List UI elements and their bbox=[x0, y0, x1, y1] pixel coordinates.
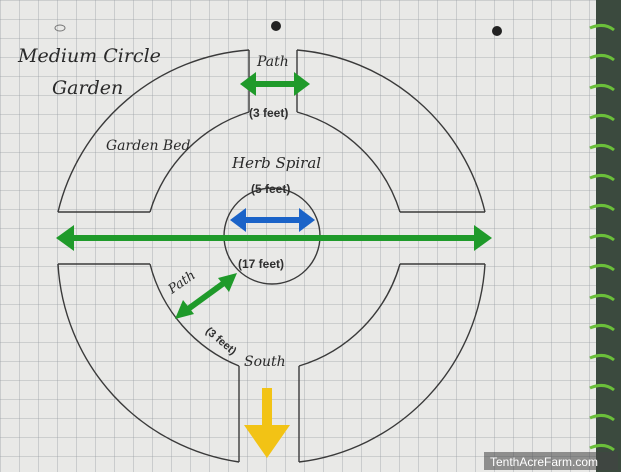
garden-bed-outline bbox=[57, 49, 486, 463]
diameter-size: (17 feet) bbox=[238, 257, 284, 271]
diameter-arrow bbox=[56, 225, 492, 251]
herb-spiral-arrow bbox=[230, 208, 315, 232]
paper-hole bbox=[271, 21, 281, 31]
paper-hole bbox=[492, 26, 502, 36]
watermark: TenthAcreFarm.com bbox=[490, 455, 598, 469]
south-label: South bbox=[244, 354, 286, 370]
top-path-label: Path bbox=[256, 54, 289, 70]
herb-spiral-label: Herb Spiral bbox=[231, 154, 321, 172]
garden-bed-label: Garden Bed bbox=[106, 138, 191, 154]
title-line-2: Garden bbox=[52, 77, 123, 99]
diagonal-path-arrow bbox=[175, 273, 237, 319]
top-path-size: (3 feet) bbox=[249, 106, 288, 120]
top-path-arrow bbox=[240, 72, 310, 96]
south-arrow bbox=[244, 388, 290, 458]
spiral-binding bbox=[589, 23, 615, 452]
title-line-1: Medium Circle bbox=[17, 45, 161, 67]
paper-hole bbox=[54, 24, 66, 32]
herb-spiral-size: (5 feet) bbox=[251, 182, 290, 196]
watermark-bg bbox=[484, 452, 618, 470]
